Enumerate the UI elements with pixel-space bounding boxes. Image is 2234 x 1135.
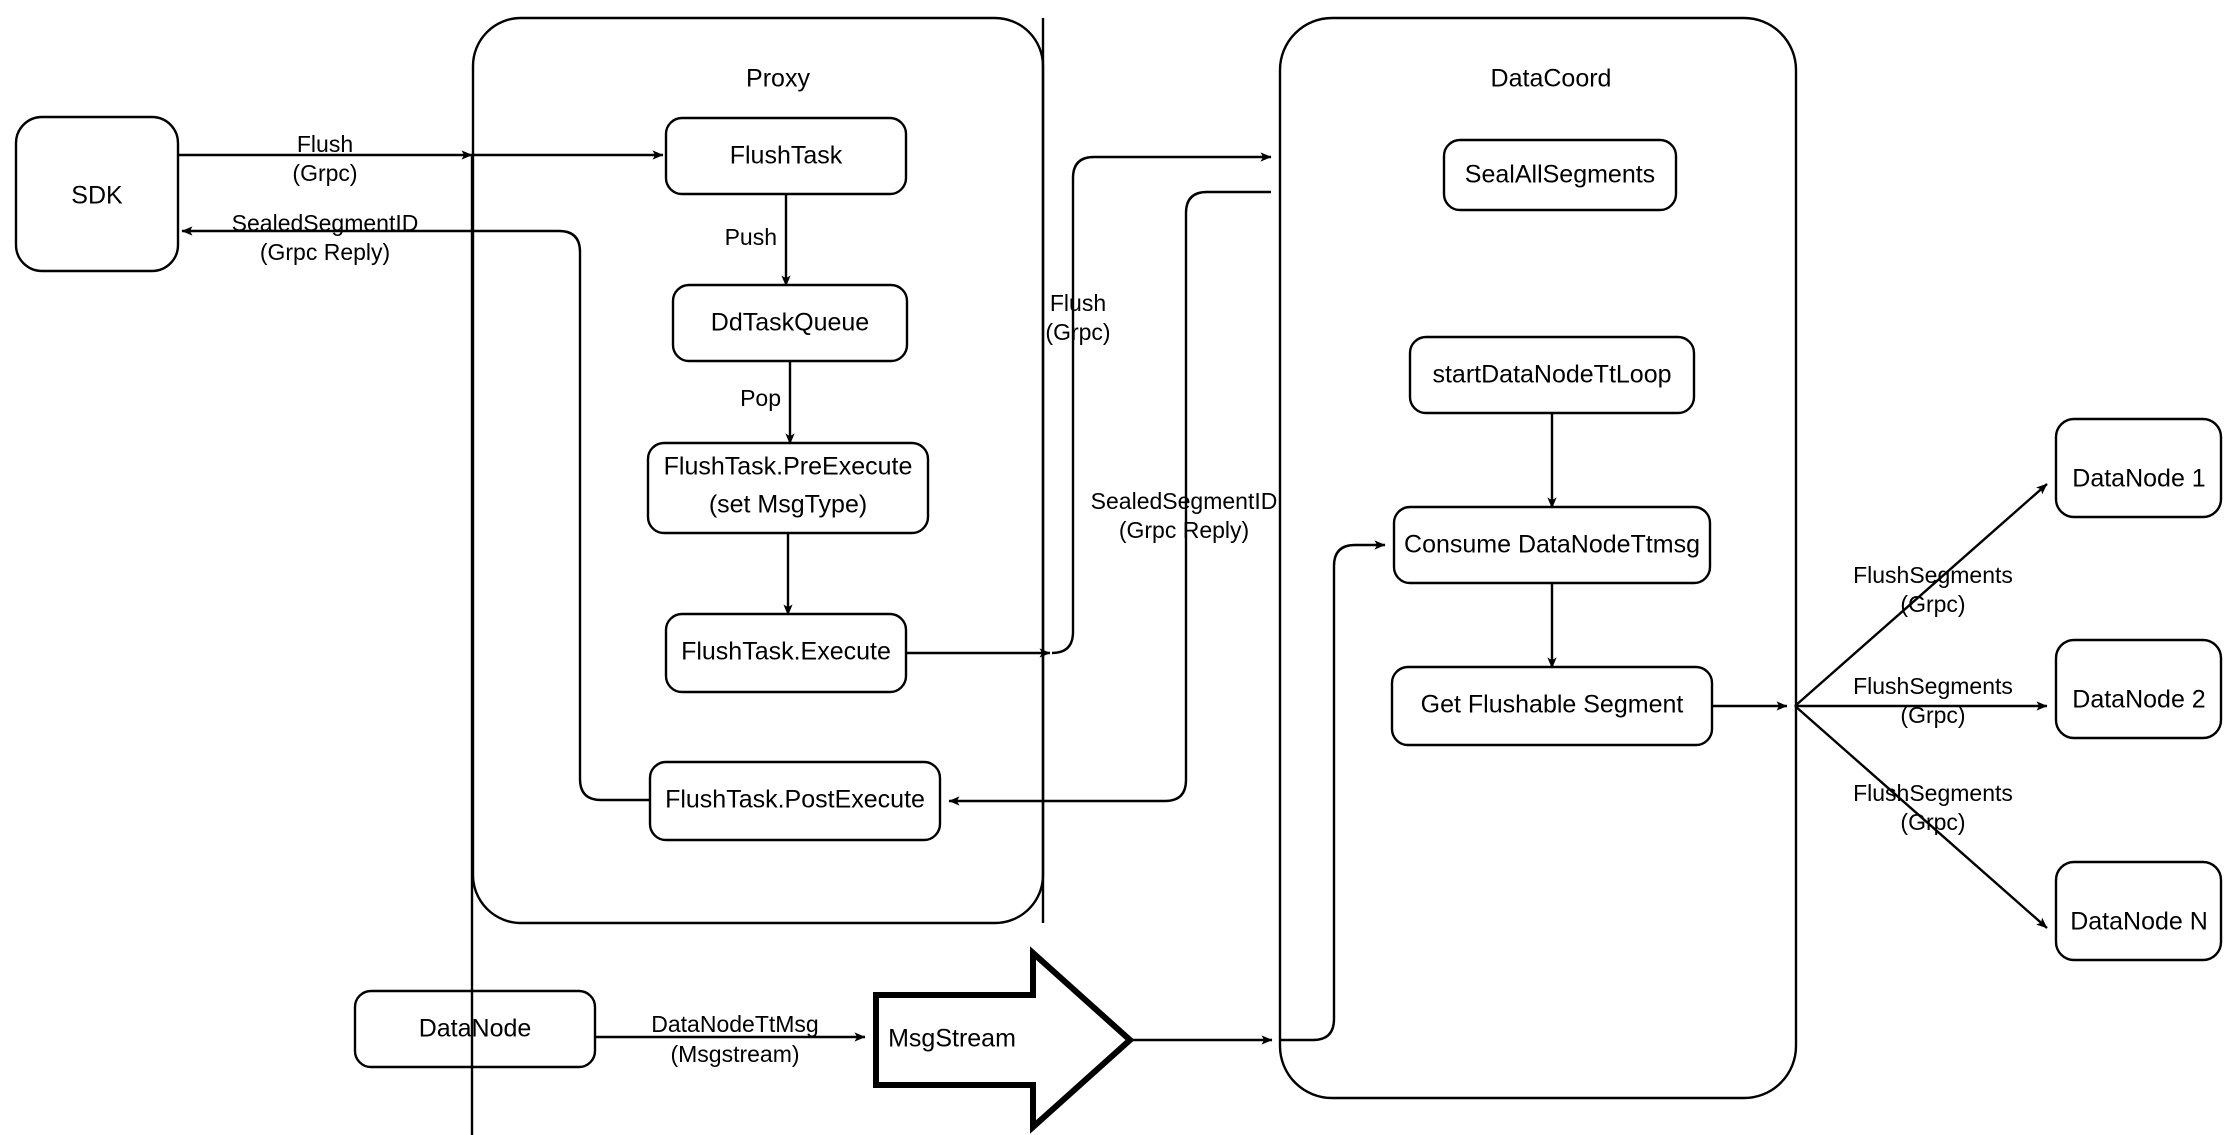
flush-segments-n-label-line2: (Grpc) bbox=[1900, 809, 1965, 835]
datanode-n-label: DataNode N bbox=[2070, 908, 2208, 936]
datanode-source-box[interactable] bbox=[353, 989, 597, 1069]
flush-segments-fanout: FlushSegments (Grpc) FlushSegments (Grpc… bbox=[1712, 483, 2048, 929]
node-flushtask[interactable]: FlushTask bbox=[472, 116, 908, 196]
startdatanodettloop-label: startDataNodeTtLoop bbox=[1432, 361, 1671, 389]
node-datanode-2[interactable]: DataNode 2 bbox=[2054, 638, 2223, 740]
node-sealallsegments[interactable]: SealAllSegments bbox=[1442, 138, 1678, 212]
hub-to-datanode-n-line bbox=[1794, 705, 2048, 929]
hub-to-datanode-1-line bbox=[1794, 483, 2048, 707]
datanode-2-label: DataNode 2 bbox=[2072, 686, 2205, 714]
flush-segments-1-label-line2: (Grpc) bbox=[1900, 591, 1965, 617]
flushtask-preexecute-label-line1: FlushTask.PreExecute bbox=[664, 453, 913, 481]
flush-segments-1-label-line1: FlushSegments bbox=[1853, 562, 2013, 588]
proxy-to-coord-flush-label-line2: (Grpc) bbox=[1045, 319, 1110, 345]
sdk-to-proxy-flush-label-line2: (Grpc) bbox=[292, 160, 357, 186]
node-datanode-source[interactable]: DataNode bbox=[353, 989, 597, 1069]
flush-segments-2-label-line1: FlushSegments bbox=[1853, 673, 2013, 699]
flush-segments-2-label-line2: (Grpc) bbox=[1900, 702, 1965, 728]
datanode-source-label: DataNode bbox=[419, 1015, 532, 1043]
push-label: Push bbox=[725, 224, 777, 250]
proxy-to-coord-flush-label-line1: Flush bbox=[1050, 290, 1106, 316]
container-datacoord: DataCoord bbox=[1278, 16, 1798, 1100]
node-flushtask-postexecute[interactable]: FlushTask.PostExecute bbox=[648, 760, 942, 842]
coord-to-proxy-label-line2: (Grpc Reply) bbox=[1119, 517, 1249, 543]
edge-execute-to-datacoord-flush: Flush (Grpc) bbox=[906, 152, 1272, 658]
sealallsegments-box[interactable] bbox=[1442, 138, 1678, 212]
flush-route-to-sealallsegments bbox=[1051, 152, 1272, 655]
proxy-container-label: Proxy bbox=[746, 65, 810, 93]
flushtask-postexecute-label: FlushTask.PostExecute bbox=[665, 786, 925, 814]
flushtask-preexecute-label-line2: (set MsgType) bbox=[709, 491, 867, 519]
msgstream-block-arrow[interactable] bbox=[873, 946, 1135, 1134]
sdk-label: SDK bbox=[71, 182, 123, 210]
edge-datacoord-to-postexecute-sealedsegmentid: SealedSegmentID (Grpc Reply) bbox=[948, 190, 1278, 806]
pop-label: Pop bbox=[740, 385, 781, 411]
edge-pop: Pop bbox=[740, 361, 795, 445]
edge-sdk-to-proxy-flush: Flush (Grpc) bbox=[178, 131, 473, 186]
consume-datanodettmsg-label: Consume DataNodeTtmsg bbox=[1404, 531, 1700, 559]
coord-to-proxy-label-line1: SealedSegmentID bbox=[1091, 488, 1278, 514]
edge-datanode-to-msgstream: DataNodeTtMsg (Msgstream) bbox=[595, 1011, 866, 1067]
ddtaskqueue-label: DdTaskQueue bbox=[711, 309, 869, 337]
edge-proxy-to-sdk-sealedsegmentid: SealedSegmentID (Grpc Reply) bbox=[181, 210, 486, 265]
datanode-n-box[interactable] bbox=[2054, 860, 2223, 962]
sealallsegments-label: SealAllSegments bbox=[1465, 161, 1655, 189]
msgstream-label: MsgStream bbox=[888, 1025, 1016, 1053]
node-flushtask-preexecute[interactable]: FlushTask.PreExecute (set MsgType) bbox=[646, 441, 930, 535]
node-datanode-n[interactable]: DataNode N bbox=[2054, 860, 2223, 962]
flush-segments-n-label-line1: FlushSegments bbox=[1853, 780, 2013, 806]
node-sdk[interactable]: SDK bbox=[14, 115, 180, 273]
flushtask-label: FlushTask bbox=[730, 142, 843, 170]
datacoord-container-label: DataCoord bbox=[1491, 65, 1612, 93]
datanode-1-box[interactable] bbox=[2054, 417, 2223, 519]
node-datanode-1[interactable]: DataNode 1 bbox=[2054, 417, 2223, 519]
postexecute-to-sdk-route bbox=[486, 229, 650, 802]
node-msgstream[interactable]: MsgStream bbox=[873, 946, 1135, 1134]
node-ddtaskqueue[interactable]: DdTaskQueue bbox=[671, 283, 909, 363]
proxy-to-sdk-label-line1: SealedSegmentID bbox=[232, 210, 419, 236]
proxy-to-sdk-label-line2: (Grpc Reply) bbox=[260, 239, 390, 265]
node-flushtask-execute[interactable]: FlushTask.Execute bbox=[664, 612, 908, 694]
sealedsegmentid-route-to-postexecute bbox=[948, 190, 1271, 806]
get-flushable-segment-label: Get Flushable Segment bbox=[1421, 691, 1684, 719]
flushtask-postexecute-box[interactable] bbox=[648, 760, 942, 842]
flushtask-execute-label: FlushTask.Execute bbox=[681, 638, 891, 666]
msgstream-inbound-route bbox=[1280, 540, 1386, 1042]
sdk-to-proxy-flush-label-line1: Flush bbox=[297, 131, 353, 157]
datanode-ttmsg-label-line2: (Msgstream) bbox=[670, 1041, 799, 1067]
datanode-ttmsg-label-line1: DataNodeTtMsg bbox=[651, 1011, 818, 1037]
datacoord-container-outline bbox=[1278, 16, 1798, 1100]
sdk-box[interactable] bbox=[14, 115, 180, 273]
datanode-1-label: DataNode 1 bbox=[2072, 465, 2205, 493]
edge-push: Push bbox=[725, 194, 791, 287]
datanode-2-box[interactable] bbox=[2054, 638, 2223, 740]
